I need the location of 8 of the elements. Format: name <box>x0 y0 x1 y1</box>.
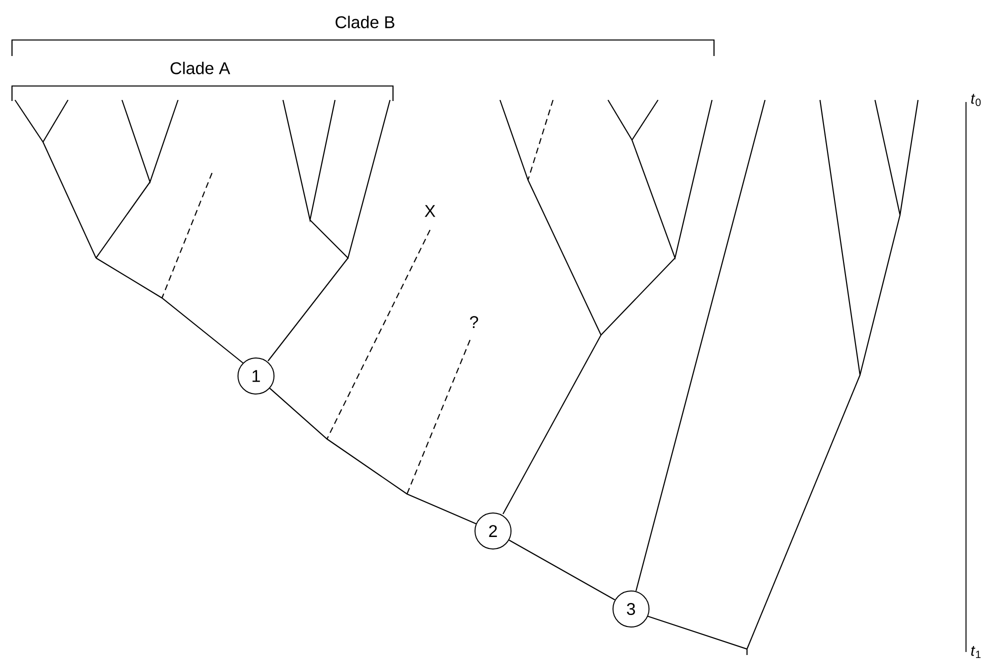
clade-label: Clade A <box>170 62 230 74</box>
time-label: t$_{1}$ <box>971 646 981 658</box>
branch-line <box>269 388 476 524</box>
time-label: t$_{0}$ <box>971 94 981 106</box>
clade-label: Clade B <box>336 16 394 28</box>
taxon-label: ? <box>470 316 478 328</box>
branch-line <box>508 540 616 600</box>
taxon-label: X <box>424 205 436 217</box>
